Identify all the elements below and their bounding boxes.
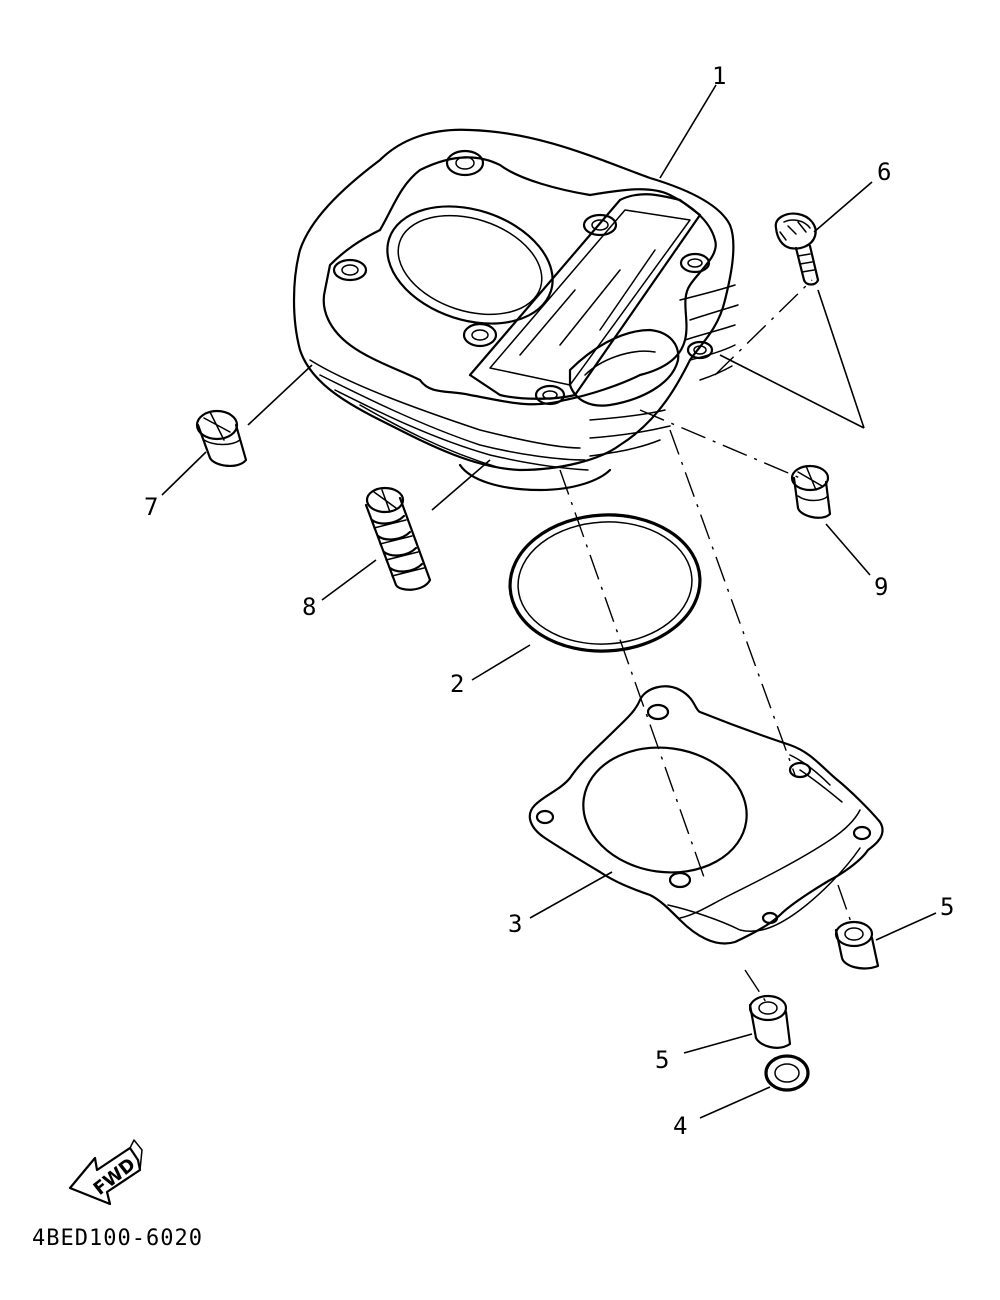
drawing-code: 4BED100-6020 xyxy=(32,1226,203,1251)
callout-8: 8 xyxy=(302,593,316,621)
dowel-pin-right xyxy=(834,920,880,970)
o-ring xyxy=(508,513,702,653)
callout-6: 6 xyxy=(877,158,891,186)
callout-5-right: 5 xyxy=(940,893,954,921)
dowel-left xyxy=(195,409,248,467)
dowel-pin-bottom xyxy=(748,994,792,1049)
cylinder-gasket xyxy=(528,685,884,945)
callout-5-bottom: 5 xyxy=(655,1046,669,1074)
callout-4: 4 xyxy=(673,1112,687,1140)
washer xyxy=(764,1054,810,1092)
callout-7: 7 xyxy=(144,493,158,521)
stud xyxy=(364,486,432,591)
callout-labels: 1 6 7 8 9 2 3 5 5 4 xyxy=(144,62,954,1140)
callout-2: 2 xyxy=(450,670,464,698)
leader-lines xyxy=(161,84,937,1119)
dowel-right xyxy=(790,464,832,519)
callout-9: 9 xyxy=(874,573,888,601)
callout-1: 1 xyxy=(712,62,726,90)
callout-3: 3 xyxy=(508,910,522,938)
cylinder xyxy=(292,128,739,492)
bolt xyxy=(774,212,820,286)
forward-arrow-icon: FWD xyxy=(68,1139,143,1206)
alignment-lines xyxy=(559,279,865,1006)
fwd-label: FWD xyxy=(90,1154,140,1200)
